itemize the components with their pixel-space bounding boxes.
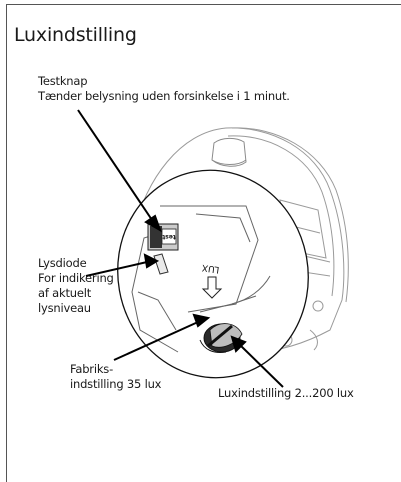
housing-rim-edge (231, 127, 349, 303)
fabrik-line-1: Fabriks- (70, 362, 114, 376)
testknap-label: Testknap Tænder belysning uden forsinkel… (38, 74, 290, 104)
fabrik-line-2: indstilling 35 lux (70, 377, 162, 391)
testknap-description: Tænder belysning uden forsinkelse i 1 mi… (38, 89, 290, 103)
lux-dial (199, 323, 243, 353)
arrow-testknap (77, 109, 153, 221)
test-button: test (147, 223, 179, 251)
callout-arrows (77, 109, 284, 388)
lysdiode-label: Lysdiode For indikering af aktuelt lysni… (38, 256, 114, 316)
screw-1 (312, 300, 324, 312)
arrow-luxrange (239, 344, 284, 388)
testknap-title: Testknap (38, 74, 88, 88)
housing-inner-rim (227, 135, 335, 297)
lux-marking: LUX (201, 262, 220, 274)
page-title: Luxindstilling (14, 24, 137, 46)
lysdiode-line-4: lysniveau (38, 301, 91, 315)
lux-arrow-icon (201, 276, 223, 299)
test-button-text: test (162, 233, 176, 240)
top-cap (211, 137, 247, 167)
led-icon (153, 253, 169, 275)
page-frame (6, 4, 401, 482)
lysdiode-line-3: af aktuelt (38, 286, 92, 300)
lysdiode-title: Lysdiode (38, 256, 87, 270)
fabrik-label: Fabriks- indstilling 35 lux (70, 362, 161, 392)
detail-circle: test LUX (117, 169, 309, 379)
arrow-lysdiode (85, 261, 148, 277)
luxrange-label: Luxindstilling 2...200 lux (218, 386, 354, 400)
arrow-fabrik (113, 321, 199, 361)
